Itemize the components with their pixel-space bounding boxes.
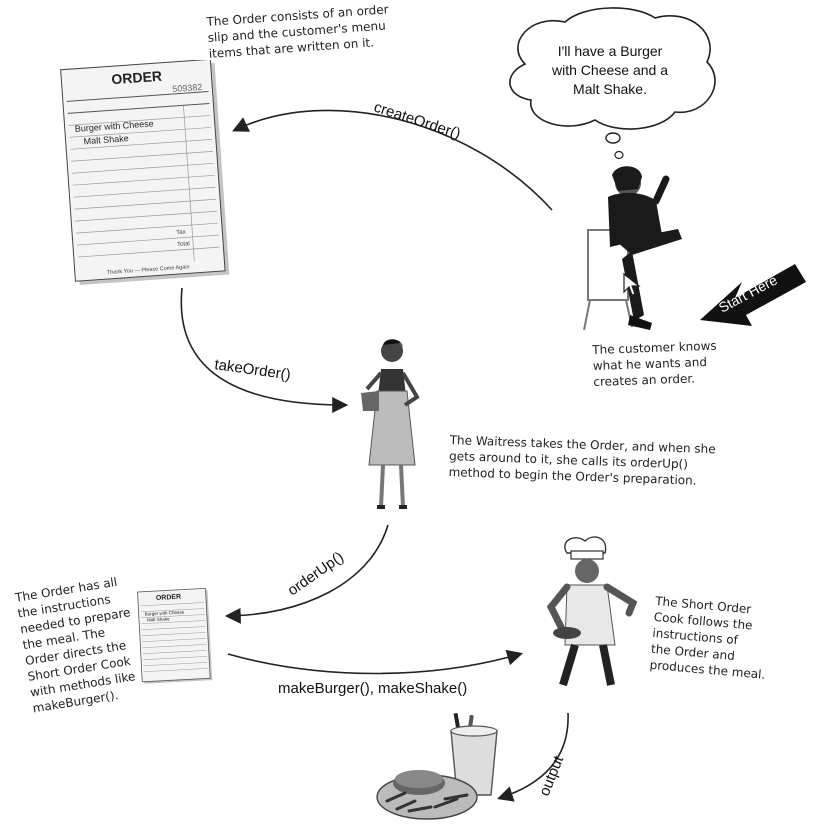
svg-text:Thank You — Please Come Again: Thank You — Please Come Again — [107, 264, 190, 276]
meal-image — [375, 703, 505, 825]
svg-text:ORDER: ORDER — [111, 68, 163, 87]
create-order-arrow — [232, 109, 553, 211]
svg-text:509382: 509382 — [172, 82, 203, 94]
cook-image — [545, 535, 645, 695]
thought-text: I'll have a Burger with Cheese and a Mal… — [552, 43, 668, 97]
take-order-arrow — [180, 287, 349, 413]
svg-text:ORDER: ORDER — [156, 594, 182, 602]
waitress-image — [355, 335, 430, 520]
order-slip-image: ORDER 509382 Burger with Cheese Malt Sha… — [60, 58, 235, 285]
order-up-arrow — [224, 524, 389, 624]
svg-text:Malt Shake: Malt Shake — [147, 616, 170, 622]
svg-text:Total: Total — [177, 241, 190, 248]
thought-bubble: I'll have a Burger with Cheese and a Mal… — [495, 4, 725, 164]
output-arrow — [496, 712, 569, 802]
customer-image — [570, 155, 685, 331]
create-order-label: createOrder() — [372, 99, 463, 143]
output-label: output — [536, 753, 568, 799]
make-label: makeBurger(), makeShake() — [278, 680, 468, 697]
small-order-slip-image: ORDER Burger with Cheese Malt Shake — [136, 587, 216, 688]
svg-text:Burger with Cheese: Burger with Cheese — [145, 610, 185, 617]
cook-note: The Short Order Cook follows the instruc… — [649, 593, 766, 682]
mouse-cursor-icon — [623, 272, 641, 296]
svg-text:Tax: Tax — [176, 229, 186, 236]
order-instructions-note: The Order has all the instructions neede… — [14, 574, 137, 716]
take-order-label: takeOrder() — [213, 356, 291, 384]
start-here-arrow: Start Here — [700, 264, 806, 326]
customer-note: The customer knows what he wants and cre… — [592, 338, 717, 389]
order-up-label: orderUp() — [285, 549, 347, 600]
svg-text:Malt Shake: Malt Shake — [83, 133, 129, 146]
make-arrow — [227, 649, 524, 675]
